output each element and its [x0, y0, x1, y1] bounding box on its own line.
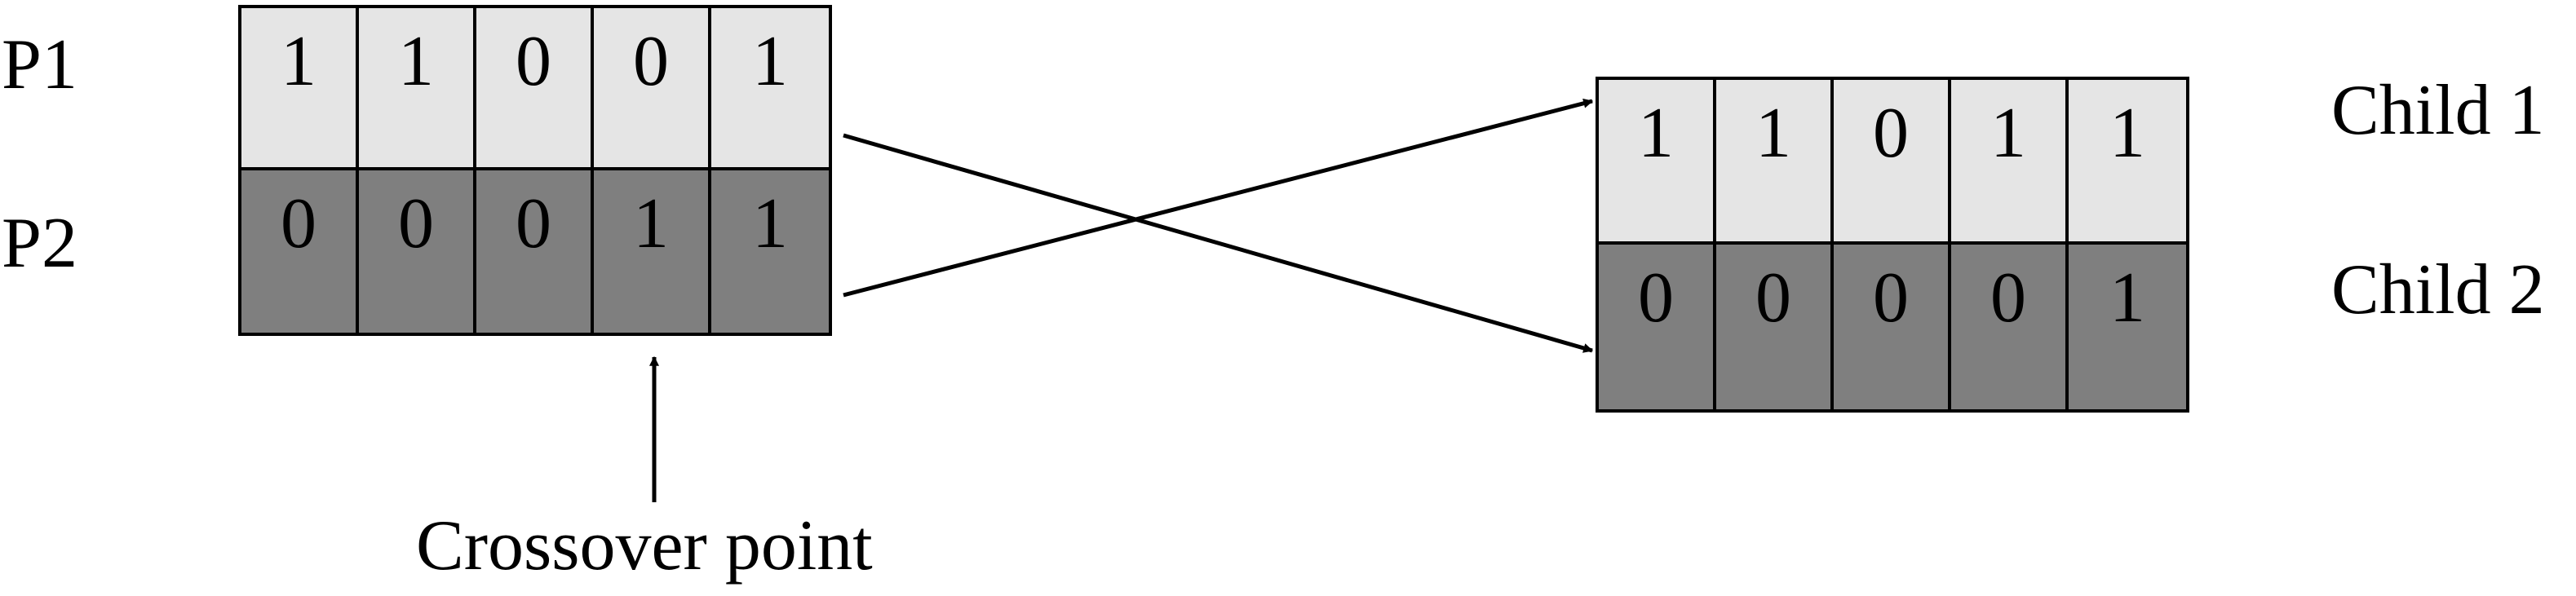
- parents-chromosome-grid: 1 1 0 0 1 0 0 0 1 1: [238, 5, 832, 336]
- child2-gene-4: 0: [1951, 245, 2069, 409]
- p2-gene-1: 0: [241, 170, 359, 333]
- child2-gene-3: 0: [1834, 245, 1951, 409]
- child1-label: Child 1: [2331, 71, 2545, 150]
- child2-gene-2: 0: [1716, 245, 1834, 409]
- p1-label: P1: [2, 25, 77, 104]
- p1-gene-4: 0: [594, 8, 711, 170]
- p2-label: P2: [2, 204, 77, 283]
- p1-to-child2-arrow: [843, 133, 1594, 353]
- p1-gene-1: 1: [241, 8, 359, 170]
- child2-gene-1: 0: [1599, 245, 1716, 409]
- child1-gene-5: 1: [2069, 80, 2186, 245]
- p1-gene-5: 1: [711, 8, 829, 170]
- child2-label: Child 2: [2331, 250, 2545, 329]
- child1-gene-3: 0: [1834, 80, 1951, 245]
- p2-gene-5: 1: [711, 170, 829, 333]
- p2-gene-3: 0: [476, 170, 594, 333]
- p1-gene-2: 1: [359, 8, 476, 170]
- crossover-point-label: Crossover point: [416, 506, 873, 585]
- p1-gene-3: 0: [476, 8, 594, 170]
- p2-to-child1-arrow: [843, 98, 1594, 298]
- p2-gene-4: 1: [594, 170, 711, 333]
- child1-gene-2: 1: [1716, 80, 1834, 245]
- child2-gene-5: 1: [2069, 245, 2186, 409]
- child1-gene-1: 1: [1599, 80, 1716, 245]
- children-chromosome-grid: 1 1 0 1 1 0 0 0 0 1: [1596, 77, 2189, 413]
- child1-gene-4: 1: [1951, 80, 2069, 245]
- p2-gene-2: 0: [359, 170, 476, 333]
